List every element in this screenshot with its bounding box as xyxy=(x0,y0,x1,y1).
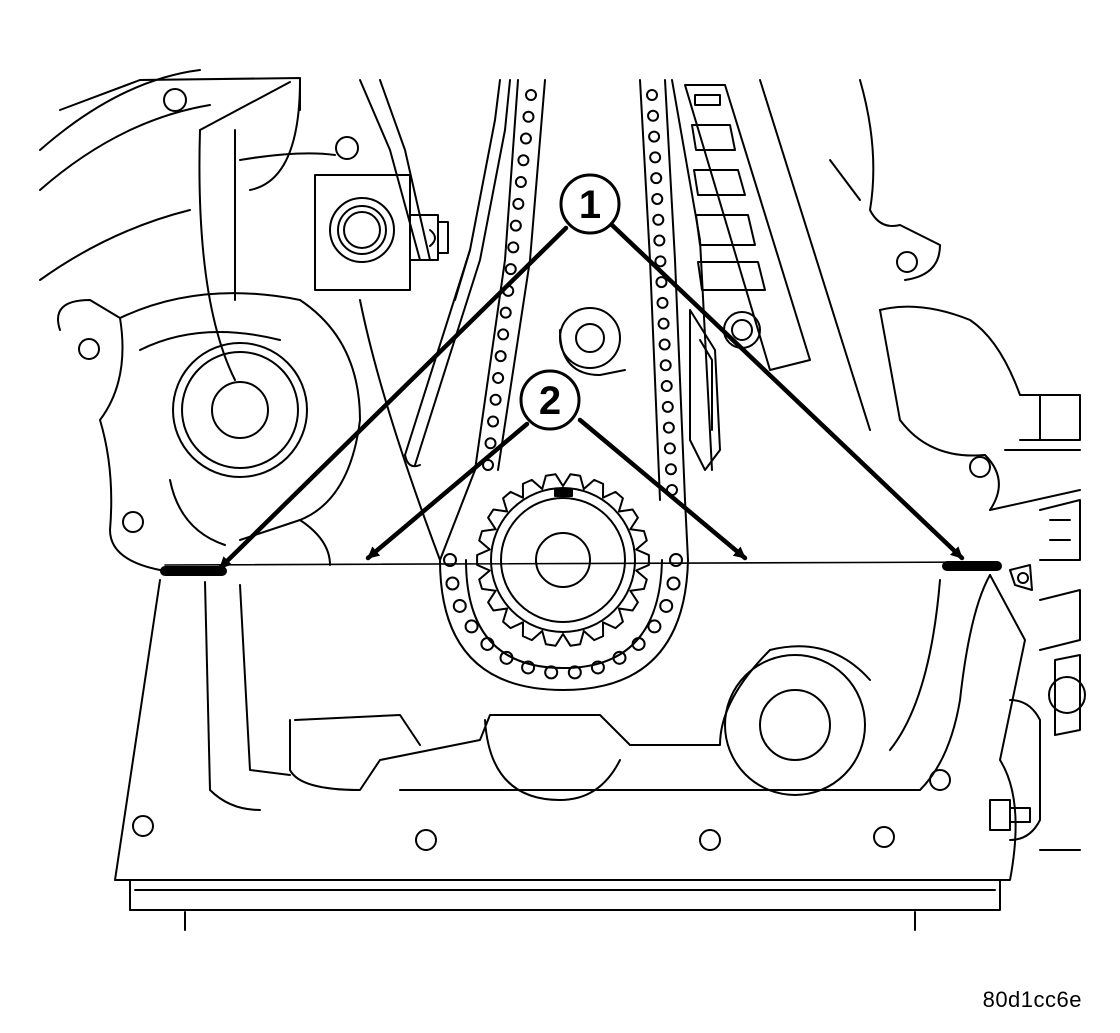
chain-link xyxy=(669,553,683,567)
callout-2-label: 2 xyxy=(539,379,561,423)
chain-link xyxy=(660,380,673,393)
chain-link xyxy=(652,213,665,226)
chain-link xyxy=(659,598,674,613)
chain-link xyxy=(445,576,460,591)
left-chain-guide xyxy=(404,79,511,468)
chain-link xyxy=(658,338,671,351)
callout-1-label: 1 xyxy=(579,183,601,227)
chain-link xyxy=(497,328,510,341)
chain-link xyxy=(512,197,525,210)
callout-1-arrow-right xyxy=(609,222,965,561)
sealant-beads xyxy=(160,561,1002,576)
chain-link xyxy=(443,553,457,567)
chain-link xyxy=(650,172,663,185)
callout-1: 1 xyxy=(559,173,621,235)
chain-link xyxy=(509,219,522,232)
upper-left-housing xyxy=(39,69,449,381)
chain-tensioner xyxy=(671,79,811,471)
callout-2-arrow-right xyxy=(577,417,748,561)
left-side-block xyxy=(57,292,441,571)
chain-link xyxy=(480,636,495,651)
chain-link xyxy=(519,132,532,145)
callout-2-arrow-left xyxy=(365,421,530,561)
chain-link xyxy=(664,463,677,476)
chain-link xyxy=(525,89,537,101)
chain-link xyxy=(504,263,517,276)
chain-link xyxy=(521,660,536,675)
chain-link xyxy=(654,255,667,268)
upper-right-casting xyxy=(759,79,1086,851)
chain-link xyxy=(499,650,514,665)
chain-link xyxy=(647,619,662,634)
chain-link xyxy=(651,192,664,205)
chain-link xyxy=(452,598,467,613)
chain-link xyxy=(544,665,559,680)
chain-link xyxy=(659,359,672,372)
chain-link xyxy=(499,306,512,319)
chain-link xyxy=(507,241,520,254)
chain-link xyxy=(492,371,505,384)
chain-link xyxy=(655,276,668,289)
chain-link xyxy=(567,665,582,680)
chain-link xyxy=(663,442,676,455)
chain-link xyxy=(666,576,681,591)
chain-link xyxy=(489,393,502,406)
chain-link xyxy=(653,234,666,247)
chain-link xyxy=(514,176,527,189)
chain-link xyxy=(631,636,646,651)
chain-link xyxy=(646,89,658,101)
chain-link xyxy=(648,130,661,143)
callout-1-arrow-left xyxy=(217,225,569,571)
chain-link xyxy=(662,421,675,434)
wrapped-chain-links xyxy=(443,553,683,680)
chain-link xyxy=(494,350,507,363)
callout-1-arrows xyxy=(217,222,965,571)
chain-link xyxy=(464,619,479,634)
crankshaft-sprocket xyxy=(439,469,689,691)
chain-link xyxy=(484,437,497,450)
chain-link xyxy=(590,660,605,675)
chain-link xyxy=(647,109,660,122)
left-chain-strand xyxy=(474,79,546,471)
chain-link xyxy=(656,296,669,309)
callout-2: 2 xyxy=(519,369,581,431)
chain-link xyxy=(517,154,530,167)
chain-link xyxy=(657,317,670,330)
center-boss xyxy=(559,307,626,376)
chain-link xyxy=(612,650,627,665)
chain-link xyxy=(649,151,662,164)
chain-link xyxy=(661,400,674,413)
lower-block-face xyxy=(114,574,1026,931)
chain-link xyxy=(487,415,500,428)
parting-line xyxy=(164,561,996,566)
callout-2-arrows xyxy=(365,417,748,561)
figure-code: 80d1cc6e xyxy=(982,987,1082,1012)
chain-link xyxy=(482,459,494,471)
chain-link xyxy=(522,110,535,123)
